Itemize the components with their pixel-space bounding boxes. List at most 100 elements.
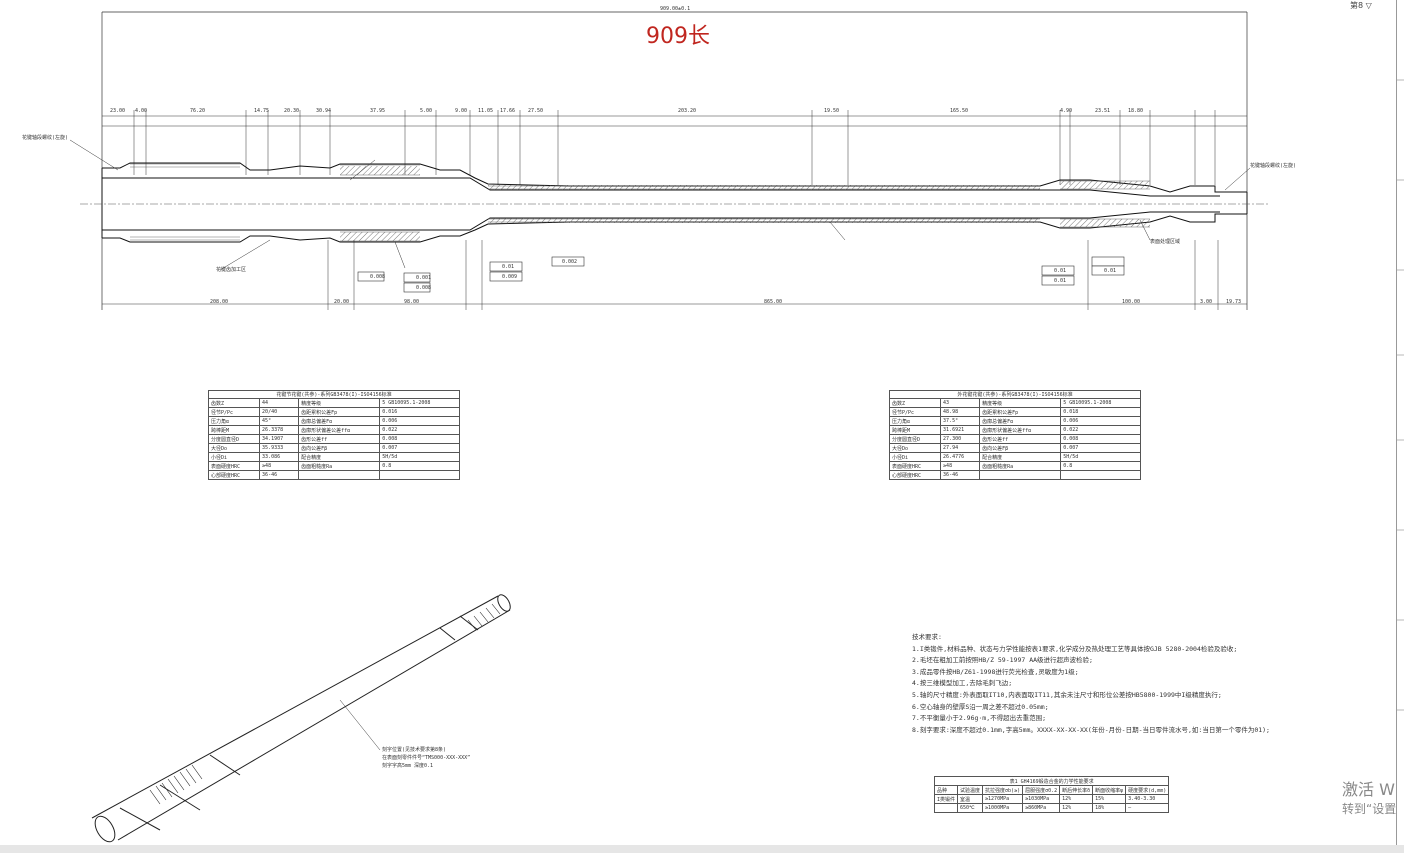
right-spline-table-title: 外花键花键(共参)-系列GB3478(I)-ISO4156标准 [889,390,1141,398]
table-cell: — [1125,803,1170,813]
table-cell: 35.9333 [259,443,300,453]
table-cell: 齿廓形状偏差公差ffα [979,425,1062,435]
table-cell: 43 [940,398,981,408]
dim-top-11: 17.66 [500,108,516,114]
table-cell [933,803,959,813]
table-cell: 断面收缩率ψ [1092,785,1127,795]
table-cell: 表面硬度HRC [207,461,261,471]
table-cell: 5 GB10095.1-2008 [1060,398,1141,408]
taskbar-strip [0,845,1404,853]
notes-line: 3.成品零件按HB/Z61-1998进行荧光检查,灵敏度为1级; [912,667,1079,676]
table-cell: 齿距累积公差Fp [979,407,1062,417]
table-cell: 齿向公差Fβ [979,443,1062,453]
table-cell: 33.086 [259,452,300,462]
gdt-value-3: 0.008 [416,285,432,291]
table-cell: ≥48 [940,461,981,471]
table-cell: 压力角α [207,416,261,426]
table-cell: 心部硬度HRC [888,470,942,480]
leader-note-surface: 表面处理区域 [1150,239,1181,245]
gdt-value-9: 0.01 [1104,268,1117,274]
table-cell: 配合精度 [298,452,381,462]
table-cell: 断后伸长率δ [1059,785,1094,795]
notes-line: 技术要求: [912,633,942,641]
table-cell [1060,470,1141,480]
table-cell: 26.4776 [940,452,981,462]
hatch-block-left-bottom [340,232,420,241]
iso-note-2: 在表面刻零件件号“TMS000-XXX-XXX” [382,755,471,761]
isometric-thread-left [149,764,203,805]
table-cell: 精度等级 [298,398,381,408]
dim-top-2: 4.00 [135,108,148,114]
table-cell: 0.022 [379,425,460,435]
notes-line: 1.I类锻件,材料品种、状态与力学性能按表1要求,化学成分及热处理工艺等具体按G… [912,644,1238,653]
table-cell: 大径Do [888,443,942,453]
dim-bottom-4: 865.00 [764,299,783,305]
hatch-block-left [340,166,420,175]
table-cell: 心部硬度HRC [207,470,261,480]
table-cell: 0.006 [379,416,460,426]
table-cell: 齿数Z [888,398,942,408]
isometric-thread-right [467,603,501,631]
watermark-line2: 转到“设置 [1342,802,1397,816]
table-cell: 配合精度 [979,452,1062,462]
table-cell: 12% [1059,794,1094,804]
gdt-value-6: 0.002 [562,259,578,265]
dim-top-14: 19.50 [824,108,840,114]
table-cell: 0.007 [379,443,460,453]
leader-note-left-thread: 花键轴段螺纹(左旋) [22,135,69,141]
table-cell: 45° [259,416,300,426]
table-cell: 0.018 [1060,407,1141,417]
table-cell: 齿向公差Fβ [298,443,381,453]
dim-top-6: 30.94 [316,108,332,114]
notes-line: 2.毛坯在粗加工前按照HB/Z 59-1997 AA级进行超声波检验; [912,656,1093,665]
table-cell: 0.8 [379,461,460,471]
dim-top-5: 20.30 [284,108,300,114]
gdt-value-8: 0.01 [1054,278,1067,284]
table-cell: 压力角α [888,416,942,426]
table-cell: 0.008 [1060,434,1141,444]
table-cell: 36-46 [940,470,981,480]
table-cell: 精度等级 [979,398,1062,408]
table-cell: 0.8 [1060,461,1141,471]
table-cell: 表面硬度HRC [888,461,942,471]
table-cell: 0.008 [379,434,460,444]
dim-top-7: 37.95 [370,108,386,114]
dim-top-18: 18.80 [1128,108,1144,114]
dim-top-8: 5.00 [420,108,433,114]
table-cell: 小径Di [207,452,261,462]
left-spline-table-title: 花键节花键(共参)-系列GB3478(I)-ISO4156标准 [208,390,460,398]
dim-top-12: 27.50 [528,108,544,114]
table-cell: 0.007 [1060,443,1141,453]
watermark-line1: 激活 W [1342,780,1395,799]
table-cell: ≥1000MPa [982,803,1024,813]
table-cell: 齿廓形状偏差公差ffα [298,425,381,435]
table-cell: 650℃ [957,803,984,813]
length-annotation: 909长 [646,24,710,49]
table-cell: 齿廓总偏差Fα [298,416,381,426]
overall-dimension [101,11,1248,310]
gdt-value-5: 0.009 [502,274,518,280]
table-cell: 齿廓总偏差Fα [979,416,1062,426]
leader-note-spline: 花键齿加工区 [216,267,247,273]
table-cell: 5H/5d [379,452,460,462]
gdt-value-7: 0.01 [1054,268,1067,274]
table-cell: 44 [259,398,300,408]
dim-top-10: 11.05 [478,108,494,114]
table-cell [379,470,460,480]
hatch-block-right [1060,181,1150,189]
dim-top-17: 23.51 [1095,108,1111,114]
